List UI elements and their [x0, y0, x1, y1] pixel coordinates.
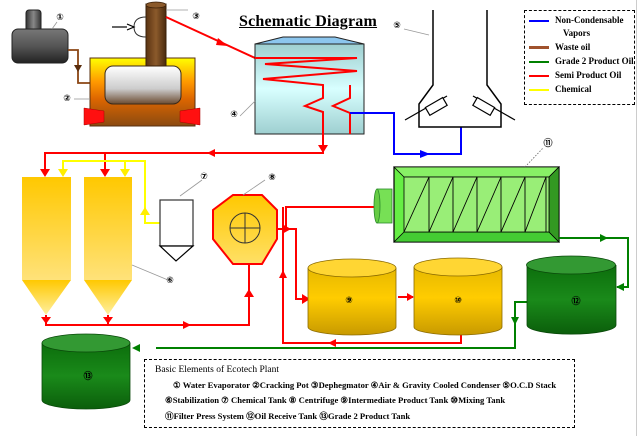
- semi-product-line-3-to-4: [165, 16, 256, 59]
- legend-swatch-blue: [529, 19, 549, 22]
- callout-6: ⑥: [166, 276, 174, 286]
- stabilization-silos: [22, 177, 132, 315]
- callout-line-5: [403, 28, 430, 36]
- legend-item-waste-oil: Waste oil: [529, 42, 590, 52]
- callout-line-8: [242, 179, 266, 196]
- filter-press: [373, 166, 560, 243]
- centrifuge: [212, 194, 278, 265]
- callout-8: ⑧: [268, 173, 276, 183]
- callout-line-11: [524, 147, 544, 168]
- basic-elements-title: Basic Elements of Ecotech Plant: [155, 365, 279, 375]
- callout-2: ②: [63, 94, 71, 104]
- waste-oil-pipe: [68, 49, 90, 84]
- water-evaporator: [11, 9, 69, 64]
- ocd-stack: [404, 10, 516, 128]
- legend: Non-Condensable Vapors Waste oil Grade 2…: [524, 10, 635, 105]
- oil-receive-tank: [526, 255, 617, 335]
- semi-product-lines-8-to-11: [277, 202, 462, 347]
- air-gravity-condenser: [254, 36, 365, 135]
- grade2-arrow-to-13: [132, 344, 140, 352]
- callout-5: ⑤: [393, 21, 401, 31]
- callout-13: ⑬: [83, 372, 93, 382]
- callout-9: ⑨: [345, 296, 353, 306]
- page-edge: [636, 0, 643, 436]
- basic-elements-line-1: ① Water Evaporator ②Cracking Pot ③Depheg…: [173, 380, 557, 390]
- chemical-line: [58, 160, 160, 224]
- cracking-pot: [83, 57, 201, 127]
- basic-elements-line-2: ⑥Stabilization ⑦ Chemical Tank ⑧ Centrif…: [165, 395, 506, 405]
- legend-item-chemical: Chemical: [529, 84, 592, 94]
- intermediate-product-tank: [307, 258, 397, 336]
- legend-swatch-yellow: [529, 88, 549, 91]
- callout-line-6: [131, 264, 169, 281]
- legend-swatch-green: [529, 60, 549, 63]
- legend-swatch-brown: [529, 46, 549, 50]
- chemical-tank: [158, 199, 195, 262]
- legend-item-non-condensable-2: Vapors: [563, 28, 591, 38]
- dephegmator: [112, 1, 167, 67]
- basic-elements-line-3: ⑪Filter Press System ⑫Oil Receive Tank ⑬…: [165, 411, 411, 421]
- callout-line-4: [239, 100, 256, 117]
- semi-product-line-4-to-6: [40, 134, 328, 177]
- diagram-title: Schematic Diagram: [239, 13, 378, 30]
- legend-item-semi-product: Semi Product Oil: [529, 70, 621, 80]
- callout-line-7: [179, 179, 203, 197]
- legend-swatch-red: [529, 74, 549, 77]
- callout-10: ⑩: [454, 296, 462, 306]
- callout-4: ④: [230, 110, 238, 120]
- callout-7: ⑦: [200, 172, 208, 182]
- callout-1: ①: [56, 13, 64, 23]
- callout-12: ⑫: [571, 297, 581, 307]
- mixing-tank: [413, 257, 503, 336]
- legend-item-grade2: Grade 2 Product Oil: [529, 56, 634, 66]
- grade2-product-tank: [41, 333, 131, 410]
- callout-3: ③: [192, 12, 200, 22]
- non-condensable-line: [350, 112, 462, 158]
- semi-product-line-6-to-8: [41, 264, 254, 329]
- basic-elements-box: Basic Elements of Ecotech Plant ① Water …: [144, 359, 575, 428]
- callout-line-1: [51, 21, 58, 30]
- callout-11: ⑪: [543, 139, 553, 149]
- grade2-line: [156, 234, 629, 349]
- legend-item-non-condensable: Non-Condensable: [529, 15, 624, 25]
